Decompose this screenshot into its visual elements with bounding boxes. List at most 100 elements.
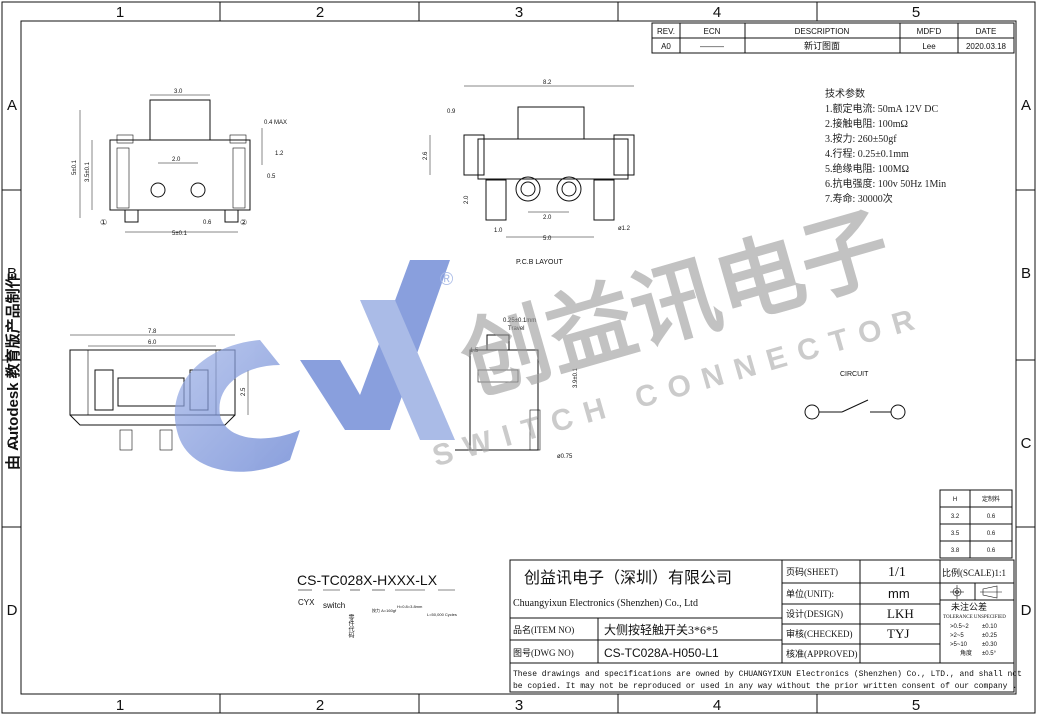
tol-value-3: ±0.30 [982,642,998,648]
item-value: 大侧按轻触开关3*6*5 [604,623,718,637]
col-4-top: 4 [713,4,721,21]
notice-line-2: be copied. It may not be reproduced or u… [513,682,1017,691]
inner-border [20,20,1017,695]
tol-range-3: >5~10 [950,642,968,648]
pcb-dim-1-0: 1.0 [494,228,503,234]
spec-item-2: 2.接触电阻: 100mΩ [825,117,908,130]
travel-dim-1-5: 1.5 [470,348,479,354]
tol-en: TOLERANCE UNSPECIFIED [943,615,1006,620]
row-a-right: A [1021,97,1031,114]
rev-header-mdfd: MDF'D [917,27,942,36]
part-code-vertical: 零件代码 [347,614,354,639]
top-dim-0-6: 0.6 [203,220,212,226]
pcb-dim-2-0: 2.0 [543,215,552,221]
unit-label: 单位(UNIT): [786,588,834,599]
pcb-dim-2-0-v: 2.0 [464,195,470,204]
spec-block: 技术参数 1.额定电流: 50mA 12V DC 2.接触电阻: 100mΩ 3… [825,87,946,205]
height-row-3-h: 3.8 [951,548,960,554]
row-b-left: B [7,265,17,282]
row-d-left: D [7,602,18,619]
spec-title: 技术参数 [825,87,865,100]
tol-cn: 未注公差 [951,601,987,612]
projection-symbol [950,585,1002,599]
part-code-cyx: CYX [298,598,315,607]
travel-dim-pin: ø0.75 [557,454,573,460]
part-code-life: L=50,000 Cycles [427,612,457,617]
tol-value-2: ±0.25 [982,633,998,639]
travel-dim-3-9: 3.9±0.1 [573,367,579,388]
col-5-top: 5 [912,4,920,21]
pcb-dim-0-9: 0.9 [447,109,456,115]
logo-x-shape [360,300,455,440]
checked-value: TYJ [887,626,909,641]
col-3-top: 3 [515,4,523,21]
marker-2: ② [240,218,247,227]
top-dim-height: 5±0.1 [72,159,78,175]
spec-item-4: 4.行程: 0.25±0.1mm [825,147,909,160]
height-header-h: H [953,497,957,503]
company-cn: 创益讯电子（深圳）有限公司 [524,569,732,587]
title-block: 创益讯电子（深圳）有限公司 Chuangyixun Electronics (S… [509,559,1022,693]
height-row-2-v: 0.6 [987,531,996,537]
dwg-value: CS-TC028A-H050-L1 [604,646,719,660]
top-dim-0-5: 0.5 [267,174,276,180]
pcb-dim-5-0: 5.0 [543,236,552,242]
revision-table: REV. ECN DESCRIPTION MDF'D DATE A0 ——— 新… [651,22,1015,54]
part-code-string: CS-TC028X-HXXX-LX [297,572,438,588]
travel-dim: 0.25±0.1mm [503,318,536,324]
rev-header-rev: REV. [657,27,675,36]
spec-item-7: 7.寿命: 30000次 [825,192,893,205]
row-c-left: C [7,435,18,452]
side-dim-6-0: 6.0 [148,340,157,346]
travel-word: Travel [508,326,524,332]
dwg-label: 图号(DWG NO) [513,648,574,658]
watermark-logo: ® [174,260,455,472]
scale-label: 比例(SCALE)1:1 [942,567,1006,578]
rev-header-ecn: ECN [704,27,721,36]
company-en: Chuangyixun Electronics (Shenzhen) Co., … [513,598,698,609]
col-5-bottom: 5 [912,697,920,714]
tol-range-1: >0.5~2 [950,624,969,630]
rev-value-description: 新订图面 [804,40,840,51]
spec-item-5: 5.绝缘电阻: 100MΩ [825,162,909,175]
col-2-bottom: 2 [316,697,324,714]
rev-value-ecn: ——— [700,42,724,51]
notice-line-1: These drawings and specifications are ow… [513,670,1022,679]
row-b-right: B [1021,265,1031,282]
side-dim-2-5: 2.5 [241,387,247,396]
part-code-height: H=0.8=3.8mm [397,604,423,609]
part-code: CS-TC028X-HXXX-LX CYX switch 零件代码 按力 A=1… [297,572,457,639]
row-c-right: C [1021,435,1032,452]
side-dim-7-8: 7.8 [148,329,157,335]
height-table: H 定制料 3.2 0.6 3.5 0.6 3.8 0.6 [939,489,1013,559]
col-3-bottom: 3 [515,697,523,714]
col-1-top: 1 [116,4,124,21]
pcb-layout-view: 8.2 0.9 2.6 2.0 1.0 2.0 5.0 ø1.2 P.C.B L… [423,80,635,266]
unit-value: mm [888,586,910,601]
watermark-brand: 创益讯电子 SWITCH CONNECTOR [429,194,930,474]
col-2-top: 2 [316,4,324,21]
top-view: 3.0 0.4 MAX 5±0.1 3.5±0.1 2.0 1.2 0.5 0.… [72,89,287,237]
pcb-dim-2-6: 2.6 [423,151,429,160]
part-code-switch: switch [323,601,345,610]
pcb-dim-hole: ø1.2 [618,226,631,232]
sheet-label: 页码(SHEET) [786,567,838,577]
rev-header-description: DESCRIPTION [795,27,850,36]
logo-y-shape [300,260,450,430]
top-dim-max: 0.4 MAX [264,120,287,126]
tol-value-4: ±0.5° [982,651,997,657]
part-code-force: 按力 A=160gf [372,607,397,613]
pcb-layout-label: P.C.B LAYOUT [516,259,564,266]
registered-mark: ® [440,269,453,289]
item-label: 品名(ITEM NO) [513,624,574,635]
design-label: 设计(DESIGN) [786,608,843,619]
height-row-1-h: 3.2 [951,514,960,520]
col-1-bottom: 1 [116,697,124,714]
circuit-label: CIRCUIT [840,371,869,378]
approved-label: 核准(APPROVED) [786,648,858,659]
tol-range-4: 角度 [960,649,972,657]
top-dim-bottom: 5±0.1 [172,231,188,237]
row-a-left: A [7,97,17,114]
height-row-2-h: 3.5 [951,531,960,537]
